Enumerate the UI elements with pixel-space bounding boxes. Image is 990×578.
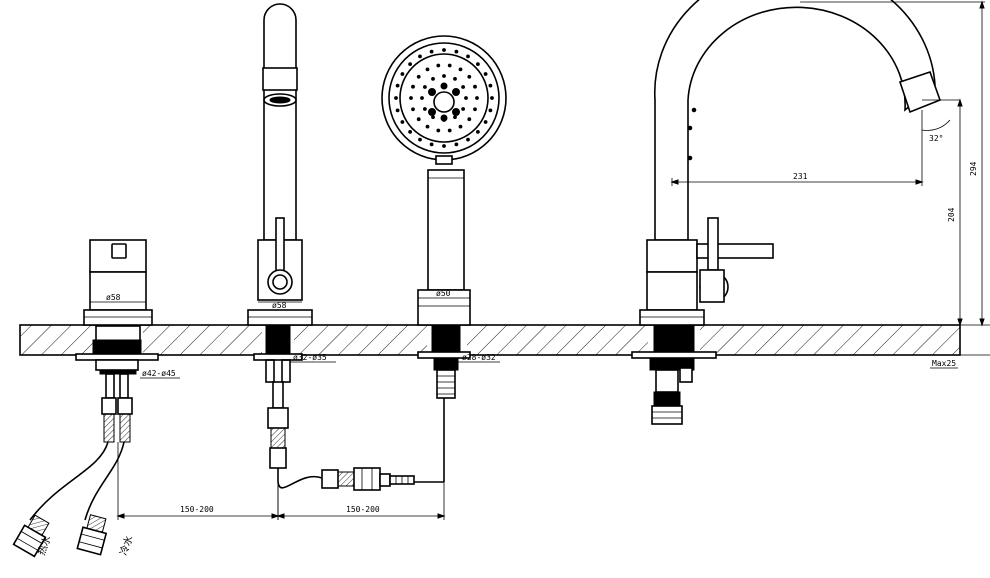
nozzle-dot [461, 85, 465, 89]
dimension-texts: ø58 ø58 ø50 ø42-ø45 ø32-ø35 ø28-ø32 150-… [106, 134, 978, 514]
nozzle-dot [476, 130, 480, 134]
dim-hole-3: ø28-ø32 [462, 353, 496, 362]
nozzle-dot [395, 108, 400, 113]
nozzle-dot [425, 67, 430, 72]
nozzle-dot [418, 54, 422, 59]
hose-connector [277, 467, 415, 491]
nozzle-dot [425, 124, 430, 129]
nozzle-dot [447, 128, 452, 133]
nozzle-dot [458, 124, 463, 129]
nozzle-dot [483, 72, 488, 76]
nozzle-dot [400, 72, 405, 76]
hand-shower [381, 35, 507, 483]
nozzle-dot [395, 83, 400, 88]
dim-deck-max: Max25 [932, 359, 956, 368]
nozzle-dot [453, 115, 457, 119]
nozzle-dot [436, 63, 441, 68]
dim-base-2: ø58 [272, 301, 287, 310]
nozzle-dot [442, 48, 446, 52]
nozzle-dot [416, 74, 421, 79]
nozzle-dot [464, 96, 468, 100]
nozzle-dot [473, 84, 477, 89]
diverter-column [247, 3, 313, 482]
nozzle-dot [467, 117, 472, 122]
dim-reach: 231 [793, 172, 808, 181]
nozzle-dot [423, 85, 427, 89]
nozzle-dot [418, 137, 422, 142]
nozzle-dot [416, 117, 421, 122]
dim-height-outlet: 204 [947, 207, 956, 222]
nozzle-pattern [394, 48, 494, 148]
nozzle-dot [423, 107, 427, 111]
dim-angle: 32° [929, 134, 943, 143]
nozzle-dot [476, 62, 480, 66]
dim-base-1: ø58 [106, 293, 121, 302]
nozzle-dot [431, 77, 435, 81]
nozzle-dot [458, 67, 463, 72]
countertop [19, 324, 961, 356]
dimension-lines [90, 0, 990, 520]
nozzle-dot [400, 120, 405, 124]
nozzle-dot [431, 115, 435, 119]
nozzle-dot [436, 128, 441, 133]
nozzle-dot [453, 77, 457, 81]
mixer-valve: 热水 冷水 [12, 239, 159, 558]
nozzle-dot [454, 49, 459, 54]
dim-hole-1: ø42-ø45 [142, 369, 176, 378]
nozzle-dot [467, 74, 472, 79]
nozzle-dot [442, 118, 446, 122]
bath-spout [631, 0, 942, 425]
dim-base-3: ø50 [436, 289, 451, 298]
cold-water-label: 冷水 [117, 534, 136, 557]
nozzle-dot [429, 49, 434, 54]
dim-spacing-1: 150-200 [180, 505, 214, 514]
nozzle-dot [408, 130, 412, 134]
nozzle-dot [408, 62, 412, 66]
nozzle-dot [483, 120, 488, 124]
nozzle-dot [442, 144, 446, 148]
dim-height-total: 294 [969, 161, 978, 176]
nozzle-dot [466, 137, 470, 142]
nozzle-dot [488, 108, 493, 113]
nozzle-dot [466, 54, 470, 59]
dim-spacing-2: 150-200 [346, 505, 380, 514]
nozzle-dot [447, 63, 452, 68]
nozzle-dot [442, 74, 446, 78]
nozzle-dot [429, 142, 434, 147]
nozzle-dot [420, 96, 424, 100]
dim-hole-2: ø32-ø35 [293, 353, 327, 362]
nozzle-dot [411, 84, 415, 89]
nozzle-dot [409, 96, 413, 100]
nozzle-dot [488, 83, 493, 88]
nozzle-dot [473, 107, 477, 112]
nozzle-dot [490, 96, 494, 100]
nozzle-dot [475, 96, 479, 100]
nozzle-dot [461, 107, 465, 111]
nozzle-dot [394, 96, 398, 100]
nozzle-dot [454, 142, 459, 147]
nozzle-dot [411, 107, 415, 112]
